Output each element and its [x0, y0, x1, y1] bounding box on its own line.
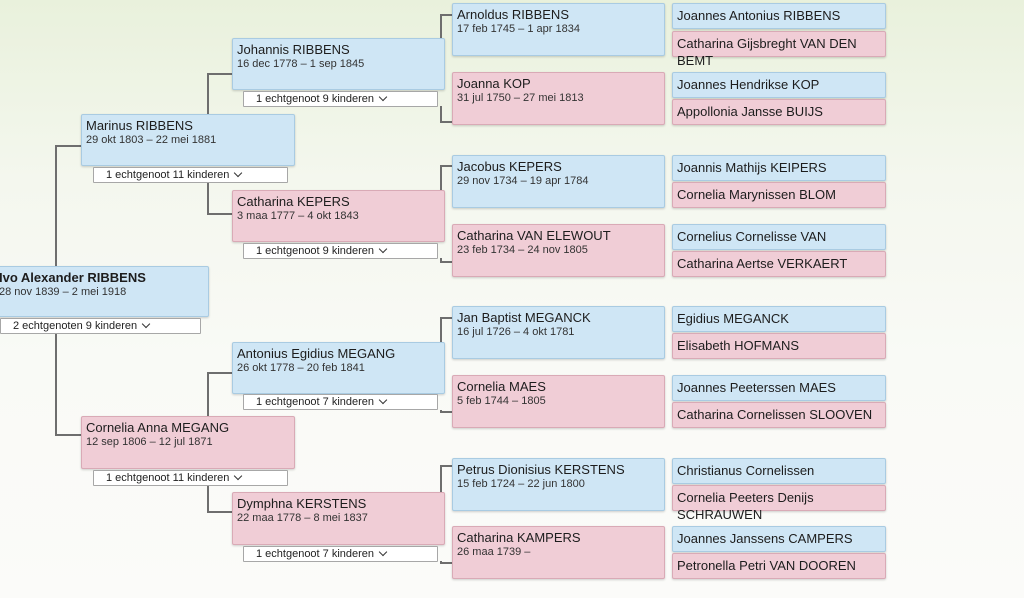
person-card-gen4[interactable]: Elisabeth HOFMANS	[672, 333, 886, 359]
chevron-down-icon	[378, 92, 388, 102]
person-card-great-grandparent[interactable]: Cornelia MAES 5 feb 1744 – 1805	[452, 375, 665, 428]
person-name: Jacobus KEPERS	[457, 159, 562, 174]
person-name: Catharina Cornelissen SLOOVEN	[677, 407, 873, 422]
person-name: Elisabeth HOFMANS	[677, 338, 800, 353]
spouse-children-label: 1 echtgenoot 11 kinderen	[106, 472, 230, 484]
person-card-gen4[interactable]: Catharina Aertse VERKAERT	[672, 251, 886, 277]
person-card-gen4[interactable]: Cornelius Cornelisse VAN ELEWOUT	[672, 224, 886, 250]
person-card-gen4[interactable]: Joannes Antonius RIBBENS	[672, 3, 886, 29]
spouse-children-dropdown[interactable]: 1 echtgenoot 7 kinderen	[243, 546, 438, 562]
person-card-father[interactable]: Marinus RIBBENS 29 okt 1803 – 22 mei 188…	[81, 114, 295, 166]
person-card-gen4[interactable]: Joannes Hendrikse KOP	[672, 72, 886, 98]
person-name: Joanna KOP	[457, 76, 531, 91]
person-dates: 17 feb 1745 – 1 apr 1834	[457, 23, 580, 35]
spouse-children-dropdown[interactable]: 1 echtgenoot 11 kinderen	[93, 470, 288, 486]
person-dates: 29 okt 1803 – 22 mei 1881	[86, 134, 217, 146]
spouse-children-dropdown[interactable]: 1 echtgenoot 7 kinderen	[243, 394, 438, 410]
person-dates: 16 dec 1778 – 1 sep 1845	[237, 58, 365, 70]
spouse-children-dropdown[interactable]: 2 echtgenoten 9 kinderen	[0, 318, 201, 334]
person-name: Cornelia Marynissen BLOM	[677, 187, 836, 202]
chevron-down-icon	[378, 547, 388, 557]
person-name: Marinus RIBBENS	[86, 118, 193, 133]
person-name: Egidius MEGANCK	[677, 311, 789, 326]
spouse-children-label: 2 echtgenoten 9 kinderen	[13, 320, 138, 332]
person-dates: 5 feb 1744 – 1805	[457, 395, 546, 407]
person-name: Antonius Egidius MEGANG	[237, 346, 396, 361]
chevron-down-icon	[378, 395, 388, 405]
person-card-grandparent[interactable]: Johannis RIBBENS 16 dec 1778 – 1 sep 184…	[232, 38, 445, 90]
person-card-gen4[interactable]: Appollonia Jansse BUIJS	[672, 99, 886, 125]
person-card-great-grandparent[interactable]: Jacobus KEPERS 29 nov 1734 – 19 apr 1784	[452, 155, 665, 208]
person-card-great-grandparent[interactable]: Joanna KOP 31 jul 1750 – 27 mei 1813	[452, 72, 665, 125]
person-name: Johannis RIBBENS	[237, 42, 350, 57]
person-name: Cornelia Peeters Denijs SCHRAUWEN	[677, 490, 814, 522]
person-dates: 26 okt 1778 – 20 feb 1841	[237, 362, 365, 374]
person-card-gen4[interactable]: Petronella Petri VAN DOOREN	[672, 553, 886, 579]
person-dates: 22 maa 1778 – 8 mei 1837	[237, 512, 368, 524]
person-card-gen4[interactable]: Joannis Mathijs KEIPERS	[672, 155, 886, 181]
person-name: Joannes Peeterssen MAES	[677, 380, 836, 395]
person-name: Petrus Dionisius KERSTENS	[457, 462, 625, 477]
spouse-children-label: 1 echtgenoot 11 kinderen	[106, 169, 230, 181]
person-name: Joannes Hendrikse KOP	[677, 77, 820, 92]
person-dates: 26 maa 1739 –	[457, 546, 531, 558]
person-name: Arnoldus RIBBENS	[457, 7, 569, 22]
chevron-down-icon	[234, 471, 243, 481]
person-dates: 28 nov 1839 – 2 mei 1918	[0, 286, 127, 298]
person-card-great-grandparent[interactable]: Jan Baptist MEGANCK 16 jul 1726 – 4 okt …	[452, 306, 665, 359]
person-card-mother[interactable]: Cornelia Anna MEGANG 12 sep 1806 – 12 ju…	[81, 416, 295, 469]
person-name: Ivo Alexander RIBBENS	[0, 270, 146, 285]
person-card-grandparent[interactable]: Dymphna KERSTENS 22 maa 1778 – 8 mei 183…	[232, 492, 445, 545]
person-card-gen4[interactable]: Catharina Gijsbreght VAN DEN BEMT	[672, 31, 886, 68]
person-name: Appollonia Jansse BUIJS	[677, 104, 823, 119]
person-card-great-grandparent[interactable]: Petrus Dionisius KERSTENS 15 feb 1724 – …	[452, 458, 665, 511]
person-dates: 16 jul 1726 – 4 okt 1781	[457, 326, 575, 338]
person-name: Joannis Mathijs KEIPERS	[677, 160, 827, 175]
person-name: Jan Baptist MEGANCK	[457, 310, 591, 325]
person-name: Catharina Aertse VERKAERT	[677, 256, 848, 271]
person-card-grandparent[interactable]: Antonius Egidius MEGANG 26 okt 1778 – 20…	[232, 342, 445, 394]
person-name: Christianus Cornelissen KERSTENS	[677, 463, 815, 483]
person-dates: 15 feb 1724 – 22 jun 1800	[457, 478, 585, 490]
spouse-children-label: 1 echtgenoot 9 kinderen	[256, 93, 375, 105]
person-name: Joannes Janssens CAMPERS	[677, 531, 853, 546]
person-card-great-grandparent[interactable]: Catharina VAN ELEWOUT 23 feb 1734 – 24 n…	[452, 224, 665, 277]
person-name: Catharina KAMPERS	[457, 530, 581, 545]
person-card-gen4[interactable]: Joannes Peeterssen MAES	[672, 375, 886, 401]
spouse-children-label: 1 echtgenoot 9 kinderen	[256, 245, 375, 257]
person-dates: 31 jul 1750 – 27 mei 1813	[457, 92, 584, 104]
person-name: Joannes Antonius RIBBENS	[677, 8, 841, 23]
spouse-children-label: 1 echtgenoot 7 kinderen	[256, 548, 375, 560]
person-dates: 23 feb 1734 – 24 nov 1805	[457, 244, 588, 256]
person-name: Petronella Petri VAN DOOREN	[677, 558, 856, 573]
person-name: Cornelia MAES	[457, 379, 546, 394]
chevron-down-icon	[141, 319, 151, 329]
person-dates: 3 maa 1777 – 4 okt 1843	[237, 210, 359, 222]
spouse-children-dropdown[interactable]: 1 echtgenoot 9 kinderen	[243, 91, 438, 107]
spouse-children-dropdown[interactable]: 1 echtgenoot 9 kinderen	[243, 243, 438, 259]
person-card-great-grandparent[interactable]: Arnoldus RIBBENS 17 feb 1745 – 1 apr 183…	[452, 3, 665, 56]
person-name: Dymphna KERSTENS	[237, 496, 367, 511]
person-card-gen4[interactable]: Egidius MEGANCK	[672, 306, 886, 332]
person-card-gen4[interactable]: Cornelia Peeters Denijs SCHRAUWEN	[672, 485, 886, 522]
person-name: Cornelia Anna MEGANG	[86, 420, 230, 435]
spouse-children-label: 1 echtgenoot 7 kinderen	[256, 396, 375, 408]
person-name: Catharina VAN ELEWOUT	[457, 228, 611, 243]
person-dates: 29 nov 1734 – 19 apr 1784	[457, 175, 589, 187]
chevron-down-icon	[378, 244, 388, 254]
spouse-children-dropdown[interactable]: 1 echtgenoot 11 kinderen	[93, 167, 288, 183]
person-card-gen4[interactable]: Catharina Cornelissen SLOOVEN	[672, 402, 886, 428]
person-name: Cornelius Cornelisse VAN ELEWOUT	[677, 229, 827, 249]
chevron-down-icon	[234, 168, 243, 178]
person-name: Catharina KEPERS	[237, 194, 350, 209]
person-card-gen4[interactable]: Christianus Cornelissen KERSTENS	[672, 458, 886, 484]
person-name: Catharina Gijsbreght VAN DEN BEMT	[677, 36, 857, 68]
person-card-great-grandparent[interactable]: Catharina KAMPERS 26 maa 1739 –	[452, 526, 665, 579]
person-card-gen4[interactable]: Cornelia Marynissen BLOM	[672, 182, 886, 208]
person-card-grandparent[interactable]: Catharina KEPERS 3 maa 1777 – 4 okt 1843	[232, 190, 445, 242]
person-card-gen4[interactable]: Joannes Janssens CAMPERS	[672, 526, 886, 552]
person-dates: 12 sep 1806 – 12 jul 1871	[86, 436, 213, 448]
person-card-root[interactable]: Ivo Alexander RIBBENS 28 nov 1839 – 2 me…	[0, 266, 209, 317]
